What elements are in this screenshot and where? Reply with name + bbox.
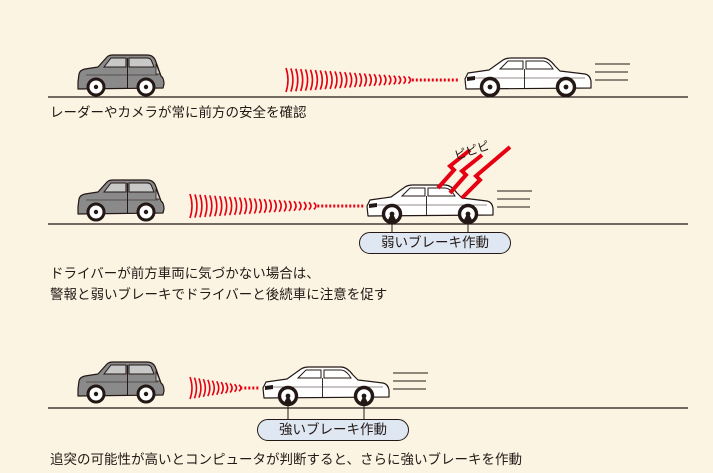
hatchback-car-icon xyxy=(76,178,166,222)
hatchback-car-icon xyxy=(76,360,166,404)
caption-panel-2-line-2: 警報と弱いブレーキでドライバーと後続車に注意を促す xyxy=(50,287,388,303)
radar-wave-icon xyxy=(189,193,364,219)
strong-brake-badge: 強いブレーキ作動 xyxy=(257,419,409,441)
caption-panel-2-line-1: ドライバーが前方車両に気づかない場合は、 xyxy=(50,266,320,282)
radar-wave-icon xyxy=(285,67,458,93)
hatchback-car-icon xyxy=(76,53,166,97)
warning-text: ピピピ xyxy=(453,138,492,162)
weak-brake-badge: 弱いブレーキ作動 xyxy=(359,232,511,254)
caption-panel-1: レーダーやカメラが常に前方の安全を確認 xyxy=(50,105,307,121)
sedan-car-icon xyxy=(463,56,632,98)
radar-wave-icon xyxy=(189,376,259,400)
warning-lightning-icon xyxy=(436,145,512,200)
caption-panel-3: 追突の可能性が高いとコンピュータが判断すると、さらに強いブレーキを作動 xyxy=(50,452,522,468)
